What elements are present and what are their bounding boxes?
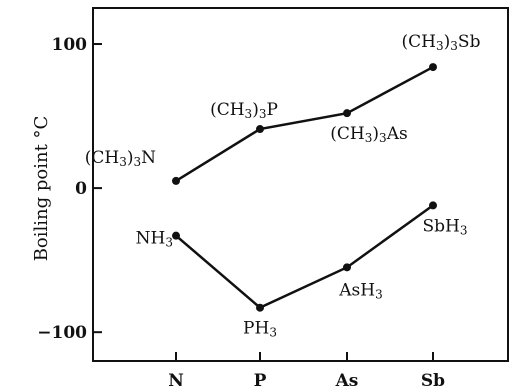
label-base: AsH — [338, 280, 375, 300]
series-1-label-3: SbH3 — [423, 216, 468, 237]
series-0-label-3: (CH3)3Sb — [402, 32, 481, 53]
series-0-label-0: (CH3)3N — [85, 148, 156, 169]
label-sub1: 3 — [365, 131, 373, 145]
label-base: SbH — [423, 216, 460, 236]
label-base: (CH — [85, 148, 119, 168]
series-0-point-0 — [172, 176, 180, 185]
series-1-point-3 — [429, 201, 437, 210]
label-sub2: 3 — [450, 39, 458, 53]
label-end: P — [266, 100, 277, 120]
series-0-point-1 — [256, 125, 264, 134]
label-base: PH — [243, 319, 269, 339]
plot-frame — [92, 7, 509, 362]
label-sub1: 3 — [269, 326, 277, 340]
label-sub2: 3 — [259, 107, 267, 121]
label-base: (CH — [210, 100, 244, 120]
label-mid: ) — [444, 32, 451, 52]
label-sub1: 3 — [165, 236, 173, 250]
y-axis-title: Boiling point °C — [31, 116, 52, 262]
series-1-point-0 — [172, 231, 180, 240]
y-tick-label-1: 0 — [75, 179, 87, 199]
series-0-point-2 — [343, 109, 351, 118]
label-mid: ) — [372, 124, 379, 144]
series-0-line — [175, 65, 434, 182]
label-base: (CH — [330, 124, 364, 144]
series-1-point-2 — [343, 263, 351, 272]
x-tick-label-0: N — [168, 371, 184, 391]
label-sub1: 3 — [119, 155, 127, 169]
label-base: (CH — [402, 32, 436, 52]
label-mid: ) — [252, 100, 259, 120]
x-tick-label-1: P — [254, 371, 267, 391]
label-sub1: 3 — [436, 39, 444, 53]
label-sub2: 3 — [379, 131, 387, 145]
x-tick-label-3: Sb — [421, 371, 445, 391]
series-1-label-1: PH3 — [243, 319, 277, 340]
series-0-label-2: (CH3)3As — [330, 124, 407, 145]
label-base: NH — [136, 229, 166, 249]
label-sub1: 3 — [460, 223, 468, 237]
label-sub1: 3 — [375, 287, 383, 301]
series-1-label-0: NH3 — [136, 229, 173, 250]
y-tick-label-2: −100 — [37, 323, 87, 343]
label-sub1: 3 — [245, 107, 253, 121]
label-sub2: 3 — [133, 155, 141, 169]
series-1-line — [175, 204, 434, 310]
series-0-point-3 — [429, 63, 437, 72]
series-0-label-1: (CH3)3P — [210, 100, 278, 121]
series-1-label-2: AsH3 — [338, 280, 382, 301]
label-mid: ) — [127, 148, 134, 168]
label-end: Sb — [458, 32, 481, 52]
y-tick-label-0: 100 — [52, 35, 88, 55]
label-end: As — [386, 124, 408, 144]
label-end: N — [141, 148, 156, 168]
x-tick-label-2: As — [335, 371, 359, 391]
series-1-point-1 — [256, 303, 264, 312]
